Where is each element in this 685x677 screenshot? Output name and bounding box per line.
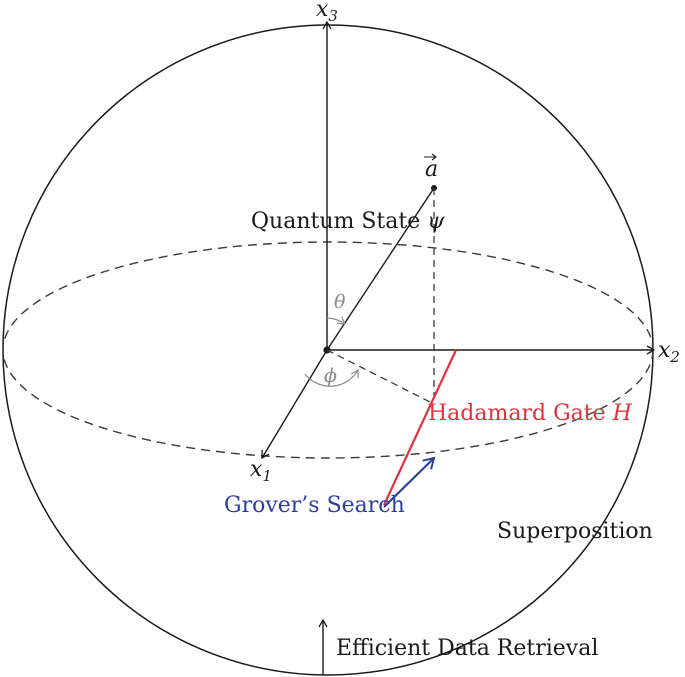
grover-label: Grover’s Search — [224, 493, 405, 518]
x1-label: x1 — [250, 457, 272, 485]
hadamard-line — [383, 349, 457, 506]
grover-arrow — [383, 456, 436, 508]
efficient-retrieval-label: Efficient Data Retrieval — [336, 636, 598, 661]
hadamard-label: Hadamard Gate H — [428, 401, 633, 426]
vector-a-accent-icon — [424, 153, 437, 161]
x1-axis — [261, 349, 328, 460]
superposition-label: Superposition — [497, 519, 653, 544]
theta-arc — [326, 316, 346, 325]
theta-label: θ — [334, 291, 346, 313]
vector-a-label: a — [425, 157, 438, 182]
x2-label: x2 — [658, 338, 680, 366]
quantum-state-label: Quantum State ψ — [251, 209, 445, 234]
phi-label: ϕ — [324, 365, 337, 387]
x3-label: x3 — [316, 0, 338, 25]
projection-radial — [326, 349, 435, 405]
phi-arc — [304, 368, 359, 387]
